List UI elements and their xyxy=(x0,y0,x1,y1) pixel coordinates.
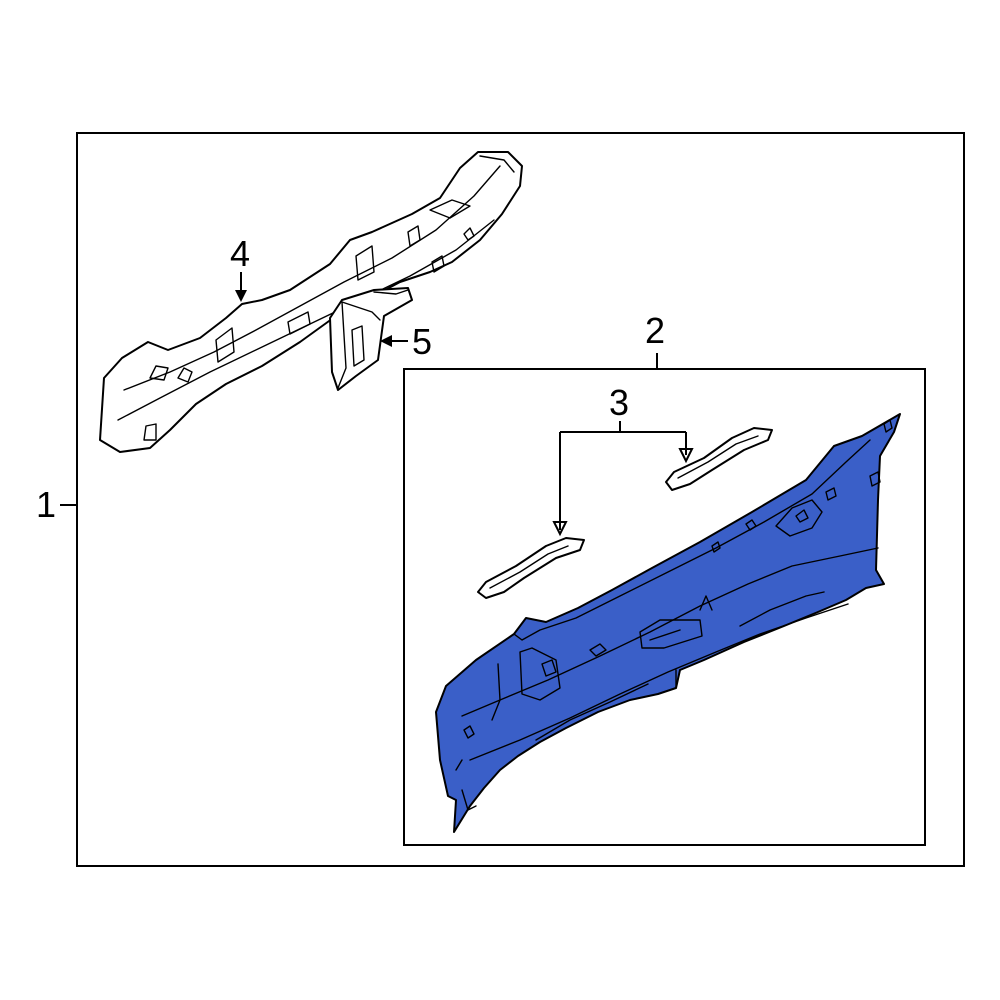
callout-3: 3 xyxy=(609,382,629,423)
bracket-part-upper xyxy=(665,427,773,491)
back-panel-part xyxy=(435,413,901,833)
back-panel-group-frame xyxy=(403,368,926,846)
callout-1: 1 xyxy=(36,484,56,525)
callout-4: 4 xyxy=(230,233,250,274)
callout-2: 2 xyxy=(645,310,665,351)
bracket-part-lower xyxy=(477,537,585,599)
reinforcement-part xyxy=(329,287,413,391)
upper-panel-leader xyxy=(235,272,247,302)
assembly-frame xyxy=(76,132,965,867)
brackets-leader xyxy=(552,421,694,537)
callout-5: 5 xyxy=(412,321,432,362)
upper-panel-part xyxy=(99,151,523,453)
reinforcement-leader xyxy=(380,335,408,347)
